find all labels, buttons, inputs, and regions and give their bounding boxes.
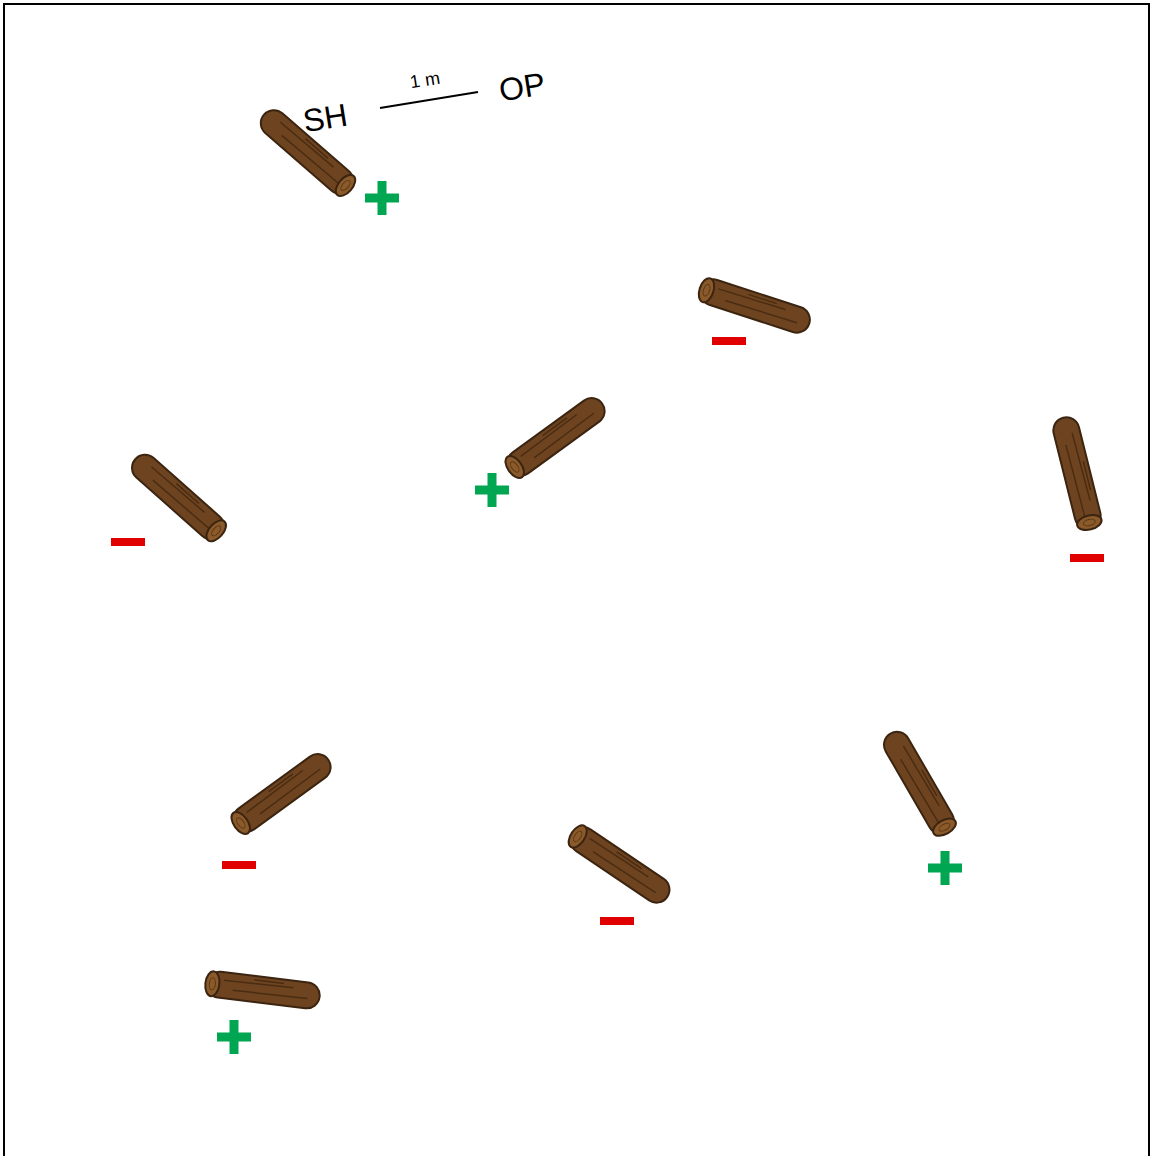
scale-label: 1 m <box>409 69 441 91</box>
minus-sign <box>712 337 746 345</box>
log <box>879 727 959 840</box>
log <box>204 970 321 1010</box>
side-label: OP <box>497 68 548 107</box>
log <box>227 749 335 838</box>
plus-sign <box>217 1020 251 1054</box>
minus-sign <box>600 917 634 925</box>
minus-sign <box>222 861 256 869</box>
log <box>501 393 609 482</box>
scale-bar <box>380 92 478 108</box>
frame <box>4 4 1149 1156</box>
log <box>1051 415 1104 533</box>
log <box>565 822 675 908</box>
side-label: SH <box>301 99 350 138</box>
plus-sign <box>928 851 962 885</box>
log <box>127 449 230 545</box>
minus-sign <box>1070 554 1104 562</box>
log <box>696 276 813 336</box>
plus-sign <box>475 473 509 507</box>
minus-sign <box>111 538 145 546</box>
plus-sign <box>365 181 399 215</box>
